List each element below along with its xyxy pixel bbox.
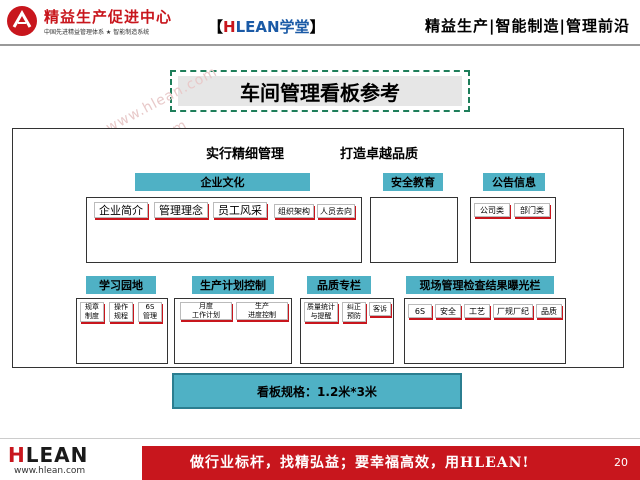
tab-management-philosophy: 管理理念	[154, 202, 208, 218]
tab-line: 纠正	[347, 303, 361, 311]
brand-title: 精益生产促进中心	[44, 8, 173, 26]
tab-department: 部门类	[514, 203, 550, 217]
tab-regulations: 规章制度	[80, 302, 104, 322]
brand-logo-icon	[7, 6, 37, 36]
tab-line: 月度	[199, 302, 213, 310]
board-spec-bar: 看板规格：1.2米*3米	[172, 373, 462, 409]
tab-line: 预防	[347, 312, 361, 320]
tag-cn: 学堂	[279, 18, 310, 36]
tab-line: 与提醒	[310, 312, 332, 320]
hlean-tag: 【HLEAN学堂】	[208, 16, 325, 37]
tag-h: H	[223, 18, 236, 36]
section-label-site: 现场管理检查结果曝光栏	[406, 276, 554, 294]
title-box: 车间管理看板参考	[170, 70, 470, 112]
tab-line: 规章	[85, 303, 99, 311]
tab-safety: 安全	[435, 304, 461, 318]
footer-logo: HLEAN	[8, 443, 88, 467]
tag-rest: LEAN	[235, 18, 280, 36]
brand-subtitle: 中国先进精益管理体系 ★ 智能制造系统	[44, 29, 150, 36]
header: 精益生产促进中心 中国先进精益管理体系 ★ 智能制造系统 【HLEAN学堂】 精…	[0, 0, 640, 44]
footer-url: www.hlean.com	[14, 466, 86, 476]
tab-line: 质量统计	[307, 303, 335, 311]
tab-process: 工艺	[464, 304, 490, 318]
tab-correction-prevention: 纠正预防	[342, 302, 366, 322]
footer-slogan: 做行业标杆，找精弘益；要幸福高效，用HLEAN!	[190, 455, 530, 471]
tab-quality-stats: 质量统计与提醒	[304, 302, 338, 322]
section-label-quality: 品质专栏	[307, 276, 371, 294]
tag-bracket-open: 【	[208, 18, 224, 36]
tab-line: 管理	[143, 312, 157, 320]
tab-line: 工作计划	[192, 311, 220, 319]
footer-divider	[0, 438, 640, 439]
tab-factory-rules: 厂规厂纪	[493, 304, 533, 318]
tab-line: 制度	[85, 312, 99, 320]
section-label-study: 学习园地	[86, 276, 156, 294]
header-divider	[0, 44, 640, 46]
section-label-safety: 安全教育	[383, 173, 443, 191]
slogan-right: 打造卓越品质	[340, 147, 419, 162]
tab-6s: 6S	[408, 304, 432, 318]
tab-complaints: 客诉	[369, 302, 391, 316]
footer-logo-rest: LEAN	[25, 443, 89, 467]
tab-staff-whereabouts: 人员去向	[317, 204, 355, 218]
tab-line: 6S	[145, 303, 155, 311]
tab-monthly-plan: 月度工作计划	[180, 302, 232, 320]
slogan-left: 实行精细管理	[206, 147, 285, 162]
footer-logo-h: H	[8, 443, 26, 467]
page-number: 20	[614, 456, 628, 469]
section-label-plan: 生产计划控制	[192, 276, 274, 294]
tab-quality: 品质	[536, 304, 562, 318]
tab-operating-procedures: 操作规程	[109, 302, 133, 322]
tab-company-intro: 企业简介	[94, 202, 148, 218]
section-label-notice: 公告信息	[483, 173, 545, 191]
tab-line: 进度控制	[248, 311, 276, 319]
footer-bar	[142, 446, 640, 480]
page-title: 车间管理看板参考	[240, 80, 400, 105]
panel-safety	[370, 197, 458, 263]
tab-line: 生产	[255, 302, 269, 310]
tab-staff-showcase: 员工风采	[213, 202, 267, 218]
section-label-culture: 企业文化	[135, 173, 310, 191]
tag-bracket-close: 】	[309, 18, 325, 36]
tab-org-chart: 组织架构	[274, 204, 314, 218]
tab-line: 操作	[114, 303, 128, 311]
header-right-text: 精益生产|智能制造|管理前沿	[425, 17, 630, 35]
tab-progress-control: 生产进度控制	[236, 302, 288, 320]
tab-line: 客诉	[373, 304, 387, 313]
tab-line: 规程	[114, 312, 128, 320]
tab-company: 公司类	[474, 203, 510, 217]
